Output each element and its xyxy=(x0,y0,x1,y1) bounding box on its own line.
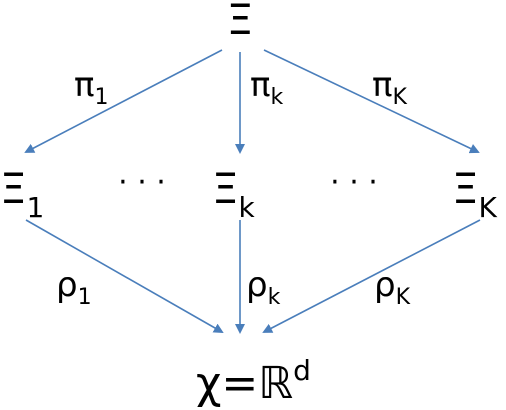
node-right-sub: K xyxy=(479,191,498,224)
label-rho-K-base: ρ xyxy=(374,265,396,305)
middle-to-bottom-arrows xyxy=(25,219,481,334)
node-middle-sub: k xyxy=(239,191,256,224)
label-pi-K-base: π xyxy=(372,65,392,105)
ellipsis-right: · · · xyxy=(330,165,378,200)
node-top: Ξ xyxy=(227,0,254,44)
label-rho-k: ρk xyxy=(246,265,281,310)
arrow-rho-1 xyxy=(25,219,224,333)
label-pi-1: π1 xyxy=(74,65,108,110)
label-pi-K-sub: K xyxy=(392,85,407,110)
node-right: ΞK xyxy=(452,164,498,224)
node-right-base: Ξ xyxy=(452,164,479,213)
label-pi-k-base: π xyxy=(250,65,270,105)
label-pi-K: πK xyxy=(372,65,407,110)
node-bottom: χ=ℝd xyxy=(196,354,311,409)
node-bottom-lhs: χ xyxy=(196,358,221,409)
node-top-base: Ξ xyxy=(227,0,254,44)
node-left-sub: 1 xyxy=(27,191,45,224)
label-pi-1-base: π xyxy=(74,65,94,105)
node-left: Ξ1 xyxy=(0,164,44,224)
label-rho-K-sub: K xyxy=(396,285,411,310)
label-rho-k-sub: k xyxy=(268,285,281,310)
arrow-rho-K xyxy=(262,219,481,333)
ellipsis-left: · · · xyxy=(118,165,166,200)
label-pi-1-sub: 1 xyxy=(94,85,108,110)
node-middle: Ξk xyxy=(212,164,256,224)
node-bottom-sup: d xyxy=(293,354,311,387)
label-pi-k-sub: k xyxy=(270,85,283,110)
arrow-pi-K xyxy=(263,49,480,154)
node-left-base: Ξ xyxy=(0,164,27,213)
node-bottom-equals: = xyxy=(221,358,258,409)
label-rho-k-base: ρ xyxy=(246,265,268,305)
label-rho-1: ρ1 xyxy=(56,265,92,310)
top-to-middle-arrows xyxy=(24,49,480,154)
label-rho-1-base: ρ xyxy=(56,265,78,305)
node-middle-base: Ξ xyxy=(212,164,239,213)
arrow-pi-1 xyxy=(24,49,223,153)
node-bottom-rhs: ℝ xyxy=(258,358,293,409)
label-pi-k: πk xyxy=(250,65,283,110)
label-rho-1-sub: 1 xyxy=(78,285,92,310)
label-rho-K: ρK xyxy=(374,265,411,310)
